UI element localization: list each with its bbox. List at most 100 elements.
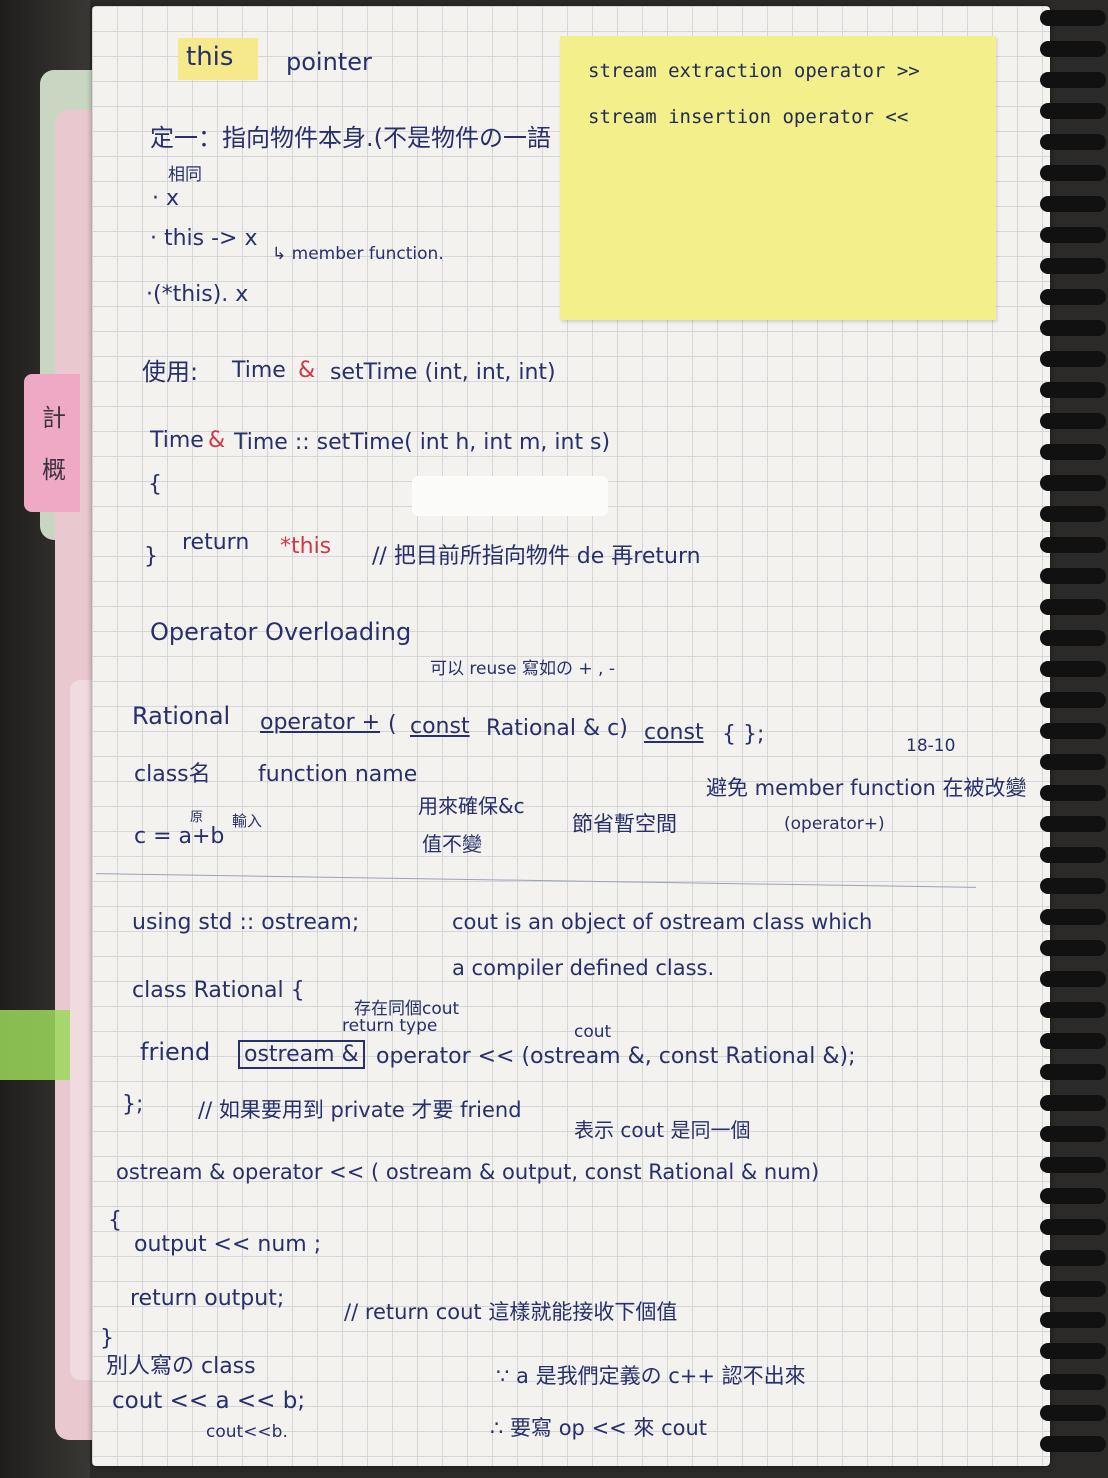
spiral-ring [1040,878,1106,894]
spiral-ring [1040,1126,1106,1142]
definition: 定一：指向物件本身.(不是物件の一語 [150,124,551,152]
spiral-ring [1040,816,1106,832]
return-cout-comment: // return cout 這樣就能接收下個值 [344,1300,678,1324]
sticky-note: stream extraction operator >> stream ins… [560,36,996,320]
spiral-ring [1040,630,1106,646]
return-keyword: return [182,530,250,555]
spiral-ring [1040,41,1106,57]
spiral-ring [1040,785,1106,801]
ensure-note-1: 用來確保&c [418,794,525,818]
const-method: const [644,720,704,745]
spiral-ring [1040,227,1106,243]
bullet-deref-this: ·(*this). x [146,282,249,307]
output-line: output << num ; [134,1232,322,1257]
spiral-ring [1040,754,1106,770]
spiral-ring [1040,1002,1106,1018]
highlight-this [178,38,258,80]
usage-ampersand: & [298,358,316,383]
rational-param: Rational & c) [486,716,628,741]
operator-definition: ostream & operator << ( ostream & output… [116,1160,820,1184]
avoid-note: 避免 member function 在被改變 [706,776,1027,800]
heading-pointer: pointer [286,48,372,76]
spiral-ring [1040,1405,1106,1421]
spiral-ring [1040,165,1106,181]
usage-type: Time [232,358,286,383]
correction-tape [412,476,608,516]
spiral-ring [1040,1095,1106,1111]
spiral-ring [1040,971,1106,987]
spiral-ring [1040,1064,1106,1080]
const-param: const [410,714,470,739]
friend-return-type: ostream & [238,1040,365,1069]
impl-ampersand: & [208,428,226,453]
friend-signature: operator << (ostream &, const Rational &… [376,1044,856,1069]
member-function-note: ↳ member function. [272,244,444,264]
others-class-note: 別人寫の class [106,1354,256,1379]
spiral-ring [1040,382,1106,398]
a-defined-note: ∵ a 是我們定義の c++ 認不出來 [496,1364,806,1388]
spiral-ring [1040,1188,1106,1204]
same-cout-note-2: 表示 cout 是同一個 [574,1118,751,1142]
def-brace-close: } [100,1326,114,1351]
spiral-ring [1040,413,1106,429]
impl-brace-open: { [148,472,162,497]
spiral-ring [1040,475,1106,491]
reuse-note: 可以 reuse 寫如の + , - [430,659,615,679]
operator-plus-note: (operator+) [784,814,885,834]
private-comment: // 如果要用到 private 才要 friend [198,1098,522,1122]
spiral-ring [1040,1219,1106,1235]
spiral-ring [1040,10,1106,26]
spiral-ring [1040,196,1106,212]
spiral-ring [1040,258,1106,274]
spiral-ring [1040,661,1106,677]
cout-label: cout [574,1022,612,1042]
paren-open: ( [388,712,397,737]
spiral-ring [1040,1436,1106,1452]
cout-description-2: a compiler defined class. [452,956,715,980]
spiral-ring [1040,909,1106,925]
sticky-line-1: stream extraction operator >> [588,60,920,82]
ensure-note-2: 值不變 [422,832,482,856]
spiral-ring [1040,568,1106,584]
spiral-ring [1040,940,1106,956]
usage-signature: setTime (int, int, int) [330,360,556,385]
divider-tab-label: 計概 [42,404,66,484]
spiral-ring [1040,599,1106,615]
spiral-ring [1040,320,1106,336]
spiral-ring [1040,351,1106,367]
spiral-ring [1040,1281,1106,1297]
same-cout-note: 存在同個cout [354,999,460,1019]
formula: c = a+b [134,824,225,849]
friend-keyword: friend [140,1038,211,1066]
cout-a-b: cout << a << b; [112,1388,306,1414]
cout-b: cout<<b. [206,1422,288,1442]
green-tape [0,1010,70,1080]
spiral-ring [1040,1033,1106,1049]
divider-tab [24,374,80,512]
spiral-ring [1040,444,1106,460]
spiral-ring [1040,1157,1106,1173]
usage-label: 使用: [142,358,199,386]
bullet-x: · x [152,186,180,211]
function-name-label: function name [258,762,418,787]
spiral-ring [1040,1250,1106,1266]
return-type-label: return type [342,1016,438,1036]
using-ostream: using std :: ostream; [132,910,360,935]
orig-label: 原 [190,810,204,825]
operator-plus: operator + [260,710,381,735]
operator-overloading-title: Operator Overloading [150,618,412,646]
def-brace-open: { [108,1208,122,1233]
impl-brace-close: } [144,544,158,569]
need-op-note: ∴ 要寫 op << 來 cout [490,1416,708,1440]
spiral-ring [1040,506,1106,522]
spiral-ring [1040,723,1106,739]
sticky-line-2: stream insertion operator << [588,106,909,128]
spiral-ring [1040,72,1106,88]
spiral-ring [1040,134,1106,150]
spiral-ring [1040,289,1106,305]
method-body: { }; [722,722,765,747]
spiral-ring [1040,1312,1106,1328]
spiral-ring [1040,103,1106,119]
heading-this: this [186,42,234,72]
rational-type: Rational [132,702,231,730]
